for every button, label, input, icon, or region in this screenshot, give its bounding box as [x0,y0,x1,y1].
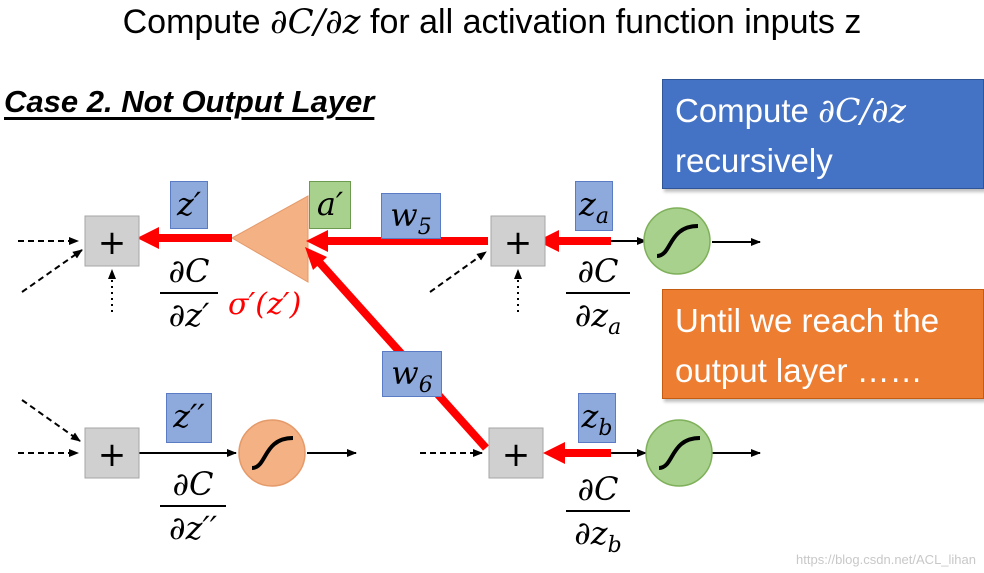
adder-symbol: + [98,223,127,263]
adder-node: + [490,215,546,267]
neuron-green [643,207,711,275]
neuron-green [645,419,713,487]
dashed-input-line [429,251,487,293]
callout-compute-recursively: Compute ∂C/∂z recursively [662,79,984,189]
callout-line: Compute ∂C/∂z [675,91,906,130]
neuron-orange [238,419,306,487]
sigma-prime-label: σ′(z′) [228,287,302,322]
adder-symbol: + [98,435,127,475]
w6-label: w6 [382,351,442,398]
adder-node: + [84,427,140,479]
sigma-prime-amplifier [230,195,309,283]
case-title: Case 2. Not Output Layer [4,84,375,119]
dC-dz-prime-fraction: ∂C∂z′ [160,252,218,334]
title-math: ∂C/∂z [270,2,361,42]
dC-dza-fraction: ∂C∂za [566,252,630,347]
watermark: https://blog.csdn.net/ACL_lihan [796,552,976,567]
dC-dz-double-prime-fraction: ∂C∂z′′ [160,465,226,547]
a-prime-label: a′ [309,181,351,229]
callout-line: recursively [675,142,833,179]
slide-title: Compute ∂C/∂z for all activation functio… [0,2,984,42]
callout-until-output-layer: Until we reach the output layer …… [662,289,984,399]
w5-label: w5 [381,193,441,240]
dC-dzb-fraction: ∂C∂zb [566,470,630,565]
adder-symbol: + [502,435,531,475]
dashed-input-line [21,249,83,293]
adder-node: + [84,215,140,267]
z-prime-label: z′ [170,181,208,229]
adder-node: + [488,427,544,479]
adder-symbol: + [504,223,533,263]
title-prefix: Compute [122,3,271,41]
callout-line: output layer …… [675,352,923,389]
dashed-input-line [21,399,81,442]
za-label: za [575,181,613,231]
title-suffix: for all activation function inputs z [360,3,862,41]
zb-label: zb [578,393,616,443]
z-double-prime-label: z′′ [166,393,212,443]
callout-line: Until we reach the [675,302,940,339]
